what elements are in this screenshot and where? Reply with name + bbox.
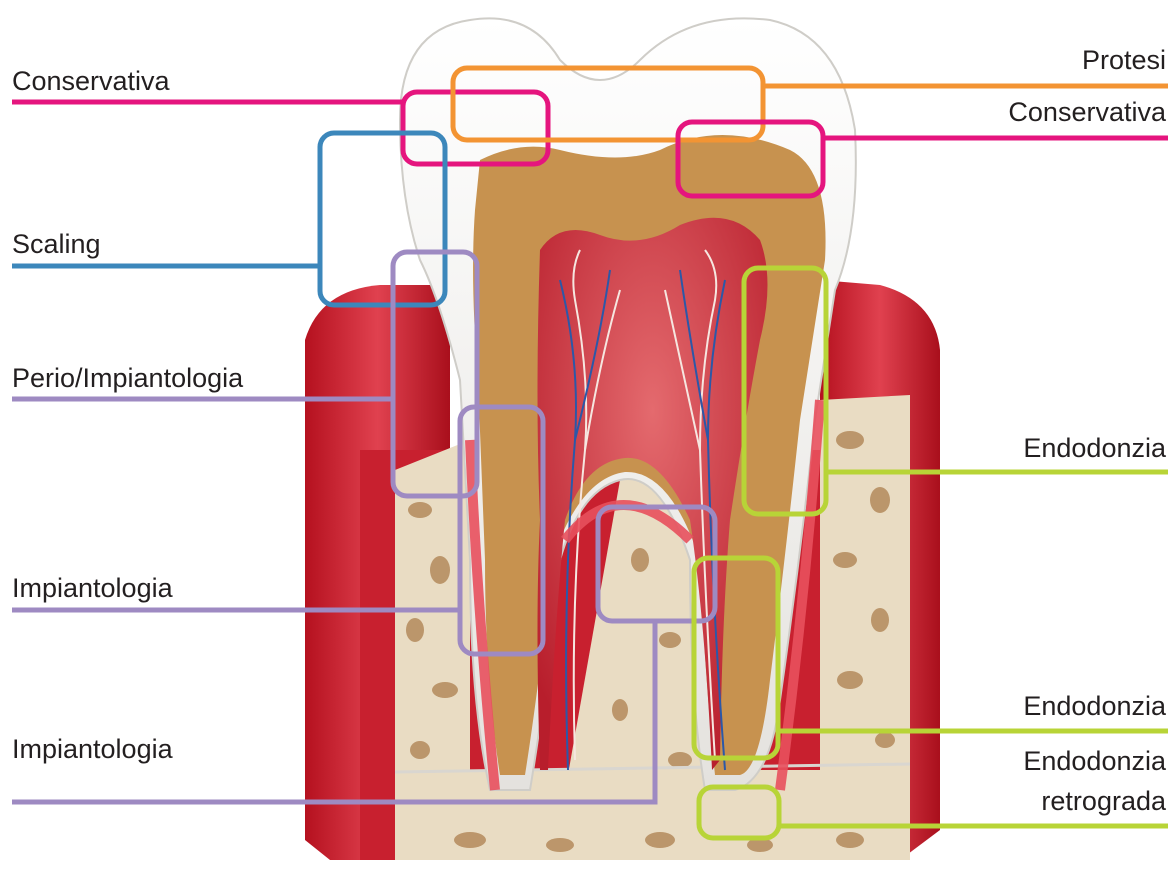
label-impiantologia-1: Impiantologia	[12, 573, 173, 603]
endodonzia-2-box	[694, 558, 778, 758]
label-impiantologia-2: Impiantologia	[12, 734, 173, 764]
label-endodonzia-2: Endodonzia	[1023, 691, 1166, 721]
conservativa-left-box	[403, 92, 548, 164]
label-endodonzia-retrograda-line1: Endodonzia	[1023, 746, 1166, 776]
impiantologia-1-box	[460, 407, 543, 654]
impiantologia-2-leader	[12, 621, 655, 802]
label-conservativa-right: Conservativa	[1008, 97, 1166, 127]
callout-endodonzia-2	[694, 558, 1168, 758]
callout-impiantologia-1	[12, 407, 543, 654]
label-scaling: Scaling	[12, 229, 101, 259]
protesi-box	[453, 68, 763, 140]
label-conservativa-left: Conservativa	[12, 66, 170, 96]
callout-conservativa-left	[12, 92, 548, 164]
label-endodonzia-1: Endodonzia	[1023, 433, 1166, 463]
endodonzia-1-box	[744, 268, 826, 514]
label-protesi: Protesi	[1082, 45, 1166, 75]
conservativa-right-box	[678, 122, 823, 196]
label-perio: Perio/Impiantologia	[12, 363, 243, 393]
perio-box	[393, 252, 477, 496]
callout-scaling	[12, 133, 445, 305]
endodonzia-retrograda-box	[699, 787, 779, 838]
callout-endodonzia-1	[744, 268, 1168, 514]
callout-conservativa-right	[678, 122, 1168, 196]
label-endodonzia-retrograda-line2: retrograda	[1041, 786, 1166, 816]
scaling-box	[320, 133, 445, 305]
